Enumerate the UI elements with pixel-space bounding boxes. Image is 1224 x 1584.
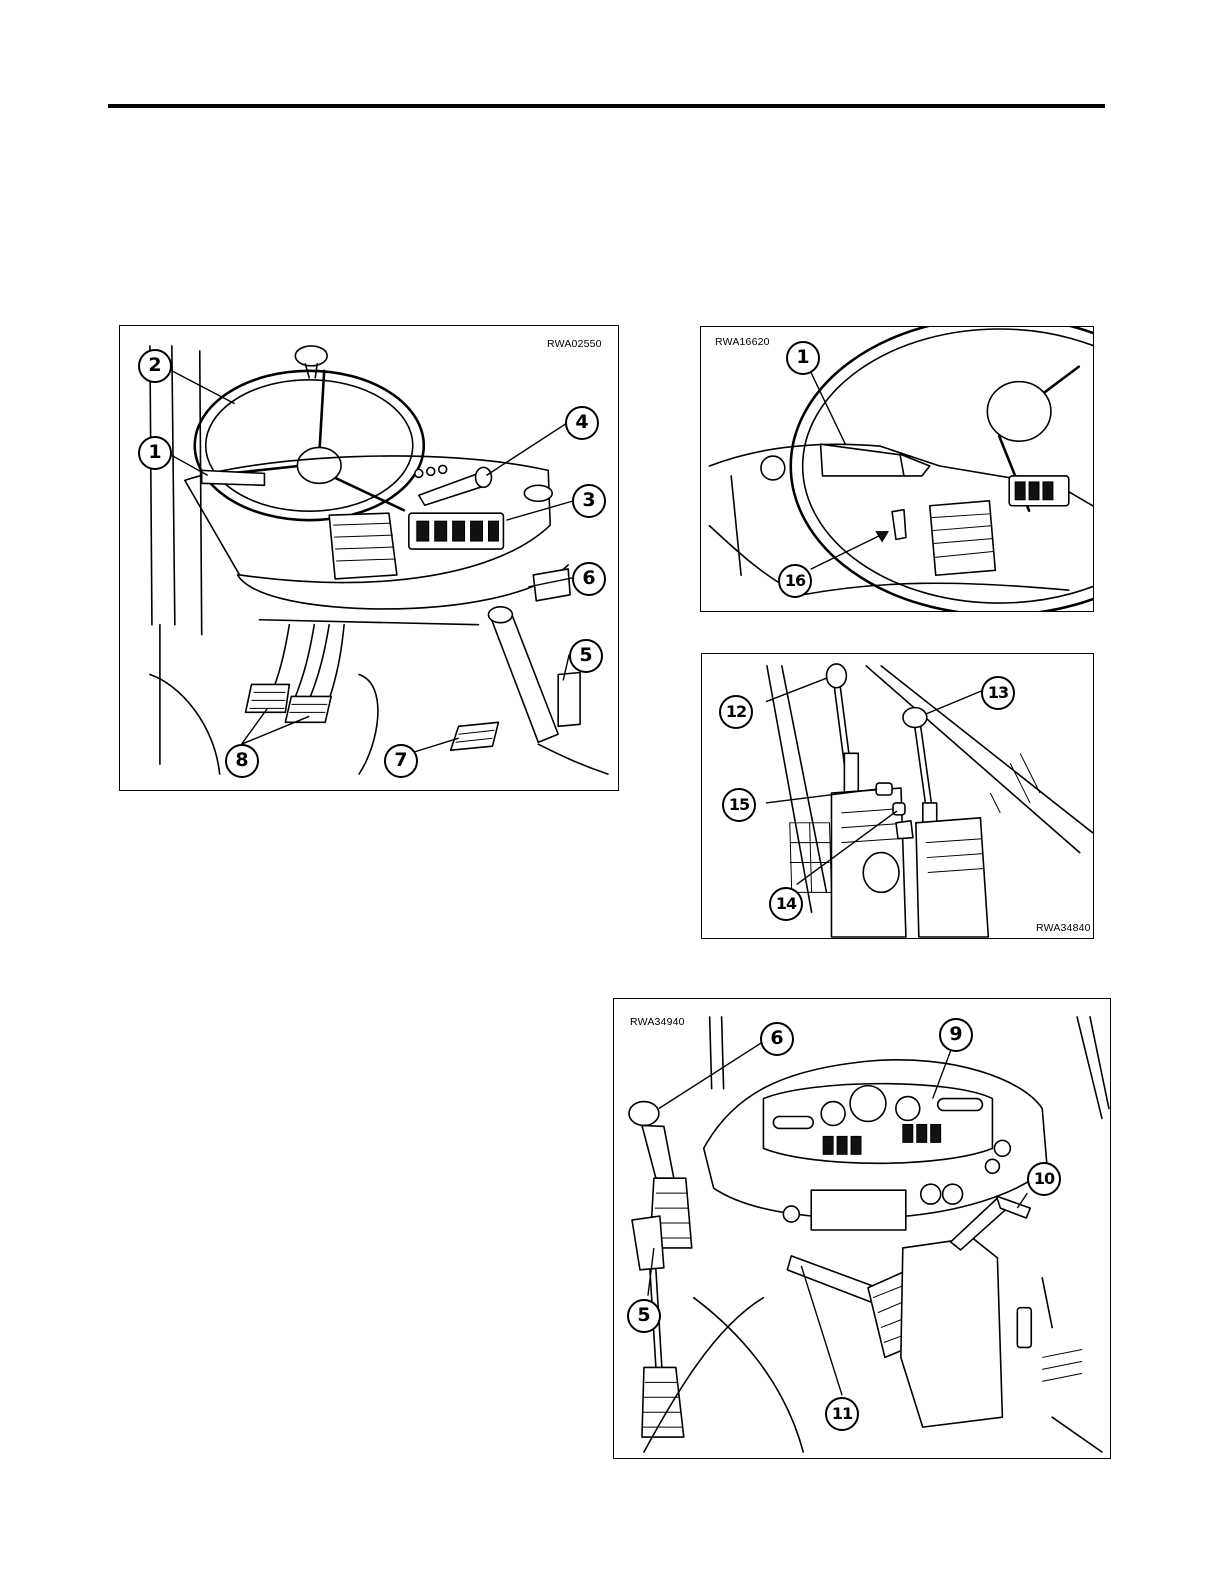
callout-13: 13 [981, 676, 1015, 710]
figure-instrument-panel: RWA34940 6 9 10 5 11 [613, 998, 1111, 1459]
callout-1: 1 [786, 341, 820, 375]
callout-3: 3 [572, 484, 606, 518]
callout-15: 15 [722, 788, 756, 822]
figure-code: RWA02550 [547, 338, 602, 350]
callout-5: 5 [627, 1299, 661, 1333]
callout-12: 12 [719, 695, 753, 729]
figure-code: RWA34840 [1036, 922, 1091, 934]
column-lever-illustration [701, 327, 1093, 611]
callout-9: 9 [939, 1018, 973, 1052]
callout-14: 14 [769, 887, 803, 921]
callout-10: 10 [1027, 1162, 1061, 1196]
callout-16: 16 [778, 564, 812, 598]
callout-8: 8 [225, 744, 259, 778]
callout-1: 1 [138, 436, 172, 470]
callout-2: 2 [138, 349, 172, 383]
callout-4: 4 [565, 406, 599, 440]
header-rule [108, 104, 1105, 108]
callout-7: 7 [384, 744, 418, 778]
figure-column-lever: RWA16620 1 16 [700, 326, 1094, 612]
figure-code: RWA16620 [715, 336, 770, 348]
joysticks-illustration [702, 654, 1093, 938]
callout-11: 11 [825, 1397, 859, 1431]
steering-pedals-illustration [120, 326, 618, 790]
figure-steering-pedals: RWA02550 2 1 4 3 6 5 8 7 [119, 325, 619, 791]
callout-5: 5 [569, 639, 603, 673]
instrument-panel-illustration [614, 999, 1110, 1458]
callout-6: 6 [760, 1022, 794, 1056]
callout-6: 6 [572, 562, 606, 596]
figure-code: RWA34940 [630, 1016, 685, 1028]
figure-joysticks: RWA34840 12 13 15 14 [701, 653, 1094, 939]
